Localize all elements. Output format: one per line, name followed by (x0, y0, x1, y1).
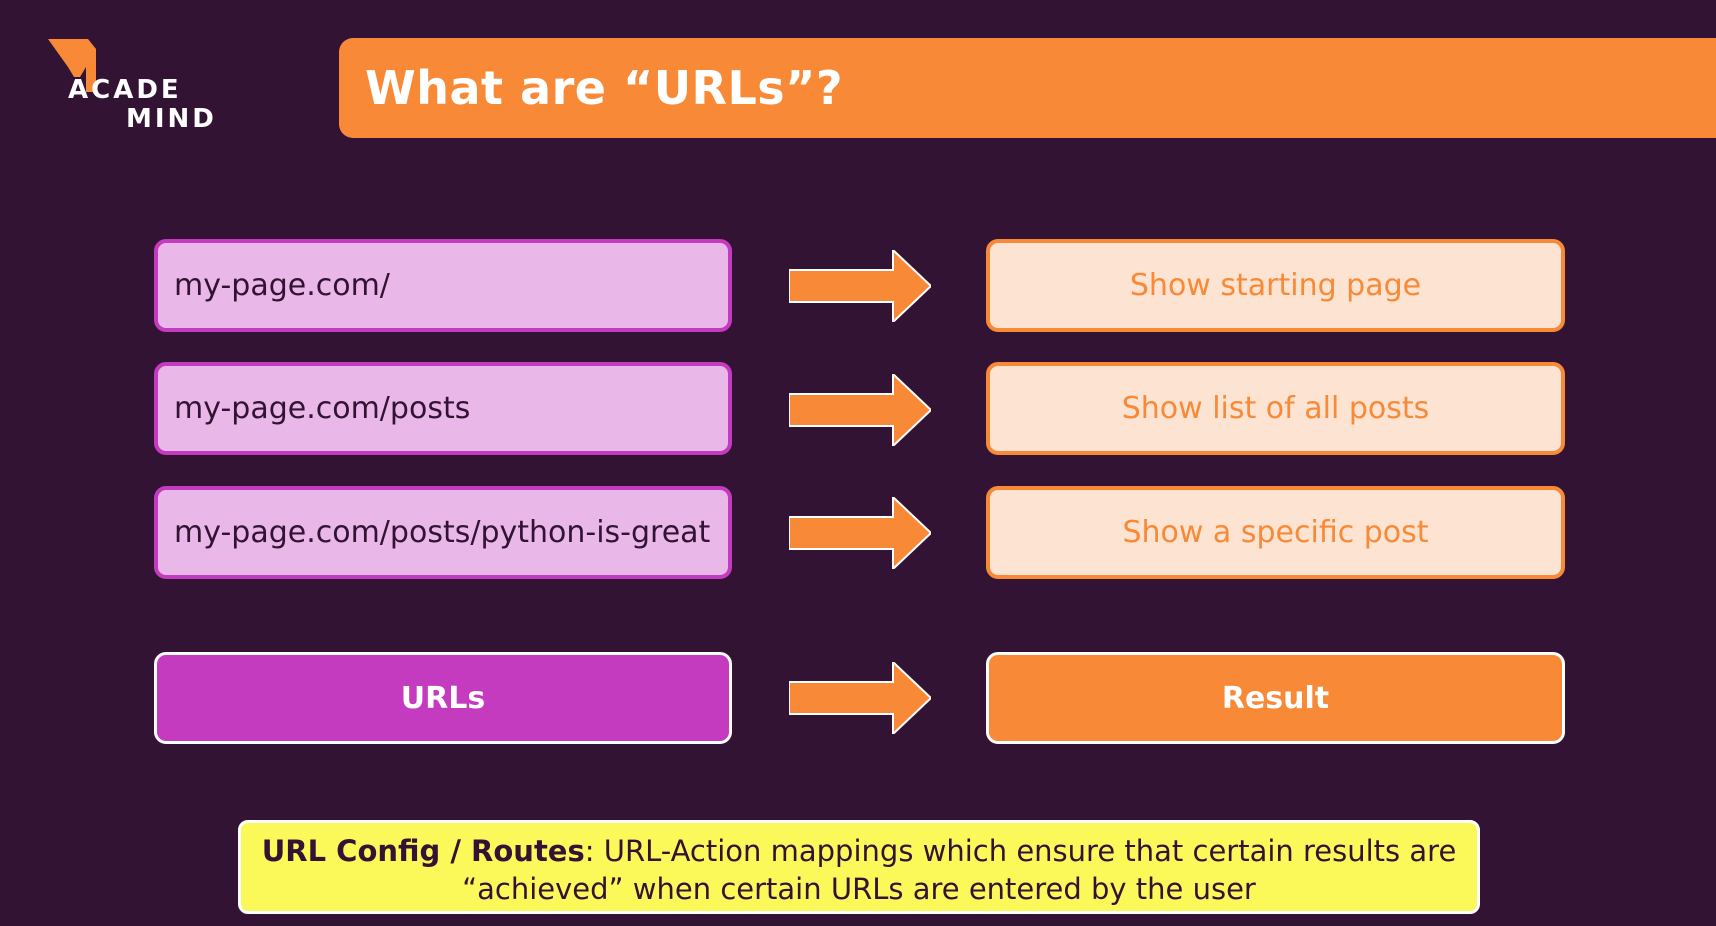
arrow-right-icon (789, 497, 931, 569)
definition-note: URL Config / Routes: URL-Action mappings… (238, 820, 1480, 914)
arrow-right-icon (789, 662, 931, 734)
legend-result-box: Result (986, 652, 1565, 744)
academind-logo: ACADE MIND (46, 37, 226, 137)
slide-title: What are “URLs”? (365, 61, 844, 115)
academind-logo-icon (48, 39, 96, 92)
logo-text-line1: ACADE (68, 75, 182, 105)
result-box-list-posts: Show list of all posts (986, 362, 1565, 455)
result-box-starting-page: Show starting page (986, 239, 1565, 332)
note-text-line1: : URL-Action mappings which ensure that … (584, 834, 1457, 868)
url-box-posts: my-page.com/posts (154, 362, 732, 455)
legend-urls-box: URLs (154, 652, 732, 744)
url-box-root: my-page.com/ (154, 239, 732, 332)
arrow-right-icon (789, 250, 931, 322)
result-box-specific-post: Show a specific post (986, 486, 1565, 579)
arrow-right-icon (789, 374, 931, 446)
note-text-line2: “achieved” when certain URLs are entered… (462, 872, 1256, 906)
title-banner: What are “URLs”? (339, 38, 1716, 138)
url-box-post-detail: my-page.com/posts/python-is-great (154, 486, 732, 579)
logo-text-line2: MIND (126, 104, 217, 134)
note-term: URL Config / Routes (261, 834, 585, 868)
note-line1: URL Config / Routes: URL-Action mappings… (241, 832, 1477, 870)
